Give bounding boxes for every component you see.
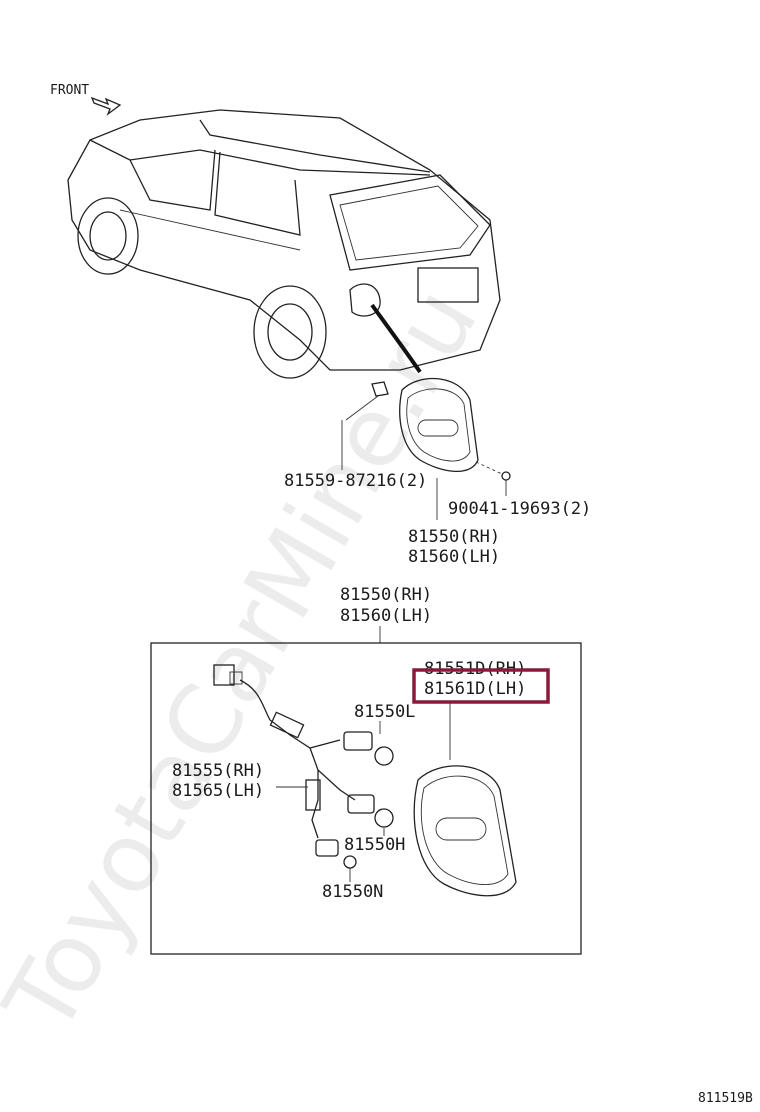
wire-harness [213,664,356,839]
clip-part [341,381,389,470]
callout-lamp-assy-rh: 81550(RH) [340,585,432,605]
callout-bulb-l: 81550L [354,702,415,722]
callout-lens-lh: 81561D(LH) [424,679,526,699]
rear-combination-lamp-upper [399,377,479,473]
callout-socket-rh: 81555(RH) [172,761,264,781]
callout-socket-lh: 81565(LH) [172,781,264,801]
callout-nut: 90041-19693(2) [448,499,591,519]
socket-bulb-l [343,731,394,766]
detail-box [150,642,582,955]
vehicle-illustration [67,109,501,379]
callout-lamp-assy-top-rh: 81550(RH) [408,527,500,547]
socket-bulb-h [347,794,394,828]
nut-part [475,461,511,496]
callout-lamp-assy-lh: 81560(LH) [340,606,432,626]
diagram-code: 811519B [698,1091,753,1106]
callout-bulb-n: 81550N [322,882,383,902]
front-direction-indicator: FRONT [50,83,122,116]
front-arrow-icon [90,96,122,116]
callout-clip: 81559-87216(2) [284,471,427,491]
front-label: FRONT [50,83,89,98]
rear-combination-lamp-detail [413,702,517,897]
callout-bulb-h: 81550H [344,835,405,855]
callout-lamp-assy-top-lh: 81560(LH) [408,547,500,567]
highlight-box-lens-lh[interactable] [412,668,550,704]
